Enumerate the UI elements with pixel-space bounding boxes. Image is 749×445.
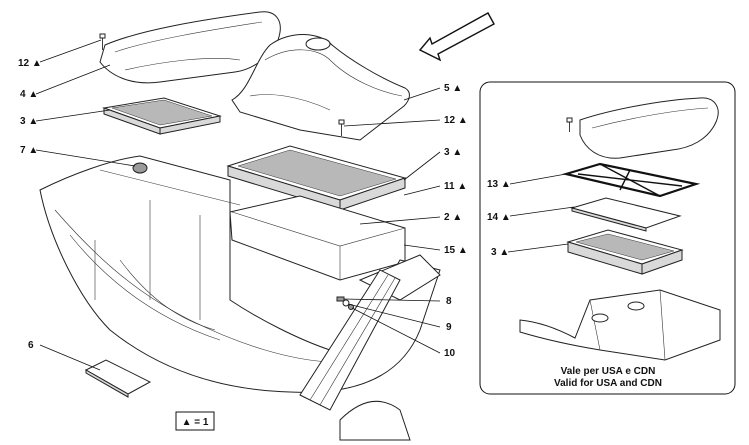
direction-arrow-icon bbox=[418, 12, 495, 62]
svg-text:15 ▲: 15 ▲ bbox=[444, 245, 468, 256]
svg-text:13 ▲: 13 ▲ bbox=[487, 179, 511, 190]
callout-6: 6 bbox=[28, 340, 34, 351]
callout-3-left: 3 ▲ bbox=[20, 116, 38, 127]
svg-text:3 ▲: 3 ▲ bbox=[444, 147, 462, 158]
svg-text:3 ▲: 3 ▲ bbox=[491, 247, 509, 258]
svg-text:12 ▲: 12 ▲ bbox=[18, 58, 42, 69]
svg-text:8: 8 bbox=[446, 296, 452, 307]
callout-7: 7 ▲ bbox=[20, 145, 38, 156]
inset-prefilter-14 bbox=[570, 197, 682, 232]
svg-text:3 ▲: 3 ▲ bbox=[20, 116, 38, 127]
air-filter-left bbox=[102, 97, 222, 135]
cover-plate-6 bbox=[84, 359, 152, 398]
callout-3-inset: 3 ▲ bbox=[491, 247, 509, 258]
screw-12-top bbox=[99, 33, 106, 50]
callout-3-center: 3 ▲ bbox=[444, 147, 462, 158]
inset-screw bbox=[566, 117, 573, 132]
callout-10: 10 bbox=[444, 348, 456, 359]
callout-8: 8 bbox=[446, 296, 452, 307]
inset-usa-cdn: 13 ▲ 14 ▲ 3 ▲ Vale per USA e CDN Valid f… bbox=[479, 81, 736, 395]
inset-frame-13 bbox=[561, 162, 701, 198]
inset-caption-en: Valid for USA and CDN bbox=[554, 378, 662, 389]
legend-box: ▲ = 1 bbox=[175, 411, 215, 431]
callout-9: 9 bbox=[446, 322, 452, 333]
svg-text:9: 9 bbox=[446, 322, 452, 333]
callout-13: 13 ▲ bbox=[487, 179, 511, 190]
callout-4: 4 ▲ bbox=[20, 89, 38, 100]
callout-15: 15 ▲ bbox=[444, 245, 468, 256]
svg-text:4 ▲: 4 ▲ bbox=[20, 89, 38, 100]
svg-text:2 ▲: 2 ▲ bbox=[444, 212, 462, 223]
svg-text:5 ▲: 5 ▲ bbox=[444, 83, 462, 94]
svg-text:10: 10 bbox=[444, 348, 456, 359]
leader-lines bbox=[35, 39, 441, 371]
callout-5: 5 ▲ bbox=[444, 83, 462, 94]
svg-text:14 ▲: 14 ▲ bbox=[487, 212, 511, 223]
legend-text: ▲ = 1 bbox=[182, 417, 209, 428]
inset-filter-3 bbox=[566, 229, 684, 275]
callout-14: 14 ▲ bbox=[487, 212, 511, 223]
svg-text:7 ▲: 7 ▲ bbox=[20, 145, 38, 156]
main-assembly bbox=[39, 11, 441, 441]
screw-12-mid bbox=[338, 119, 345, 136]
svg-text:11 ▲: 11 ▲ bbox=[444, 181, 467, 192]
callout-2: 2 ▲ bbox=[444, 212, 462, 223]
svg-text:12 ▲: 12 ▲ bbox=[444, 115, 468, 126]
inset-caption-it: Vale per USA e CDN bbox=[561, 366, 656, 377]
callout-12-top: 12 ▲ bbox=[18, 58, 42, 69]
svg-text:6: 6 bbox=[28, 340, 34, 351]
callout-12-mid: 12 ▲ bbox=[444, 115, 468, 126]
callout-11: 11 ▲ bbox=[444, 181, 467, 192]
air-filter-center bbox=[226, 145, 407, 211]
